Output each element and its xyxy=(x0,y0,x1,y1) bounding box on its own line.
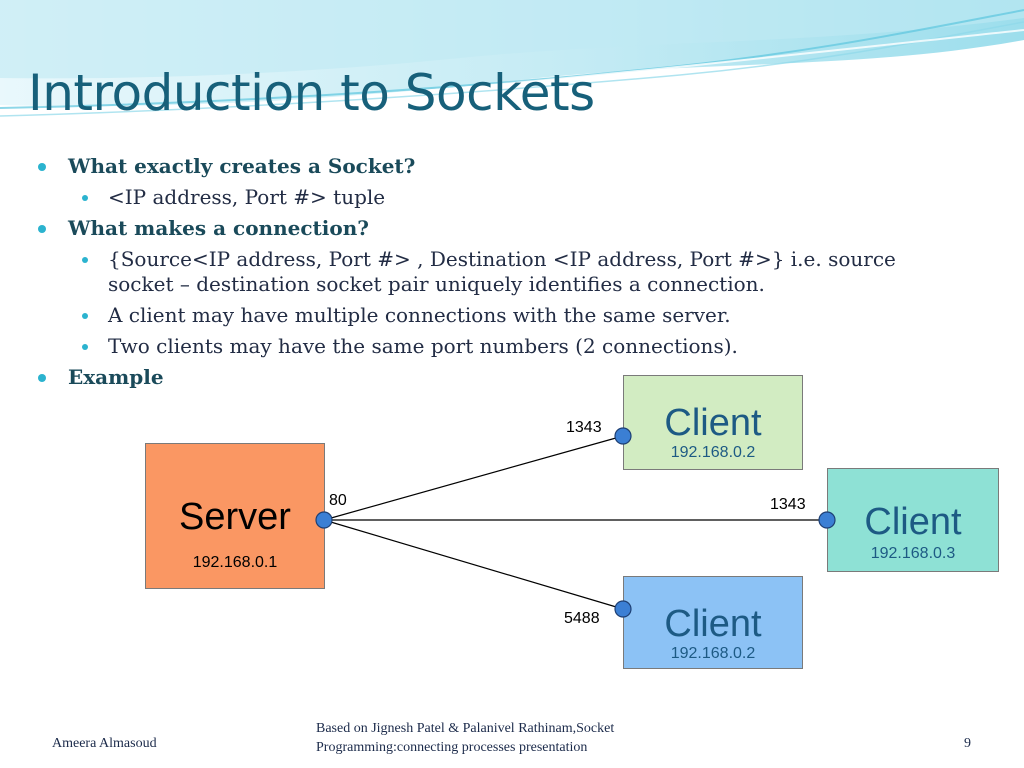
bullet-level1: What exactly creates a Socket? xyxy=(36,154,996,179)
connection-line xyxy=(323,435,624,521)
client-box-2: Client 192.168.0.3 xyxy=(827,468,999,572)
bullet-level2: <IP address, Port #> tuple xyxy=(36,185,996,210)
bullet-text: socket – destination socket pair uniquel… xyxy=(108,272,765,296)
bullet-dot-icon xyxy=(38,374,46,382)
bullet-text: A client may have multiple connections w… xyxy=(108,303,731,327)
bullet-text: Two clients may have the same port numbe… xyxy=(108,334,738,358)
bullet-text: What makes a connection? xyxy=(68,216,369,240)
bullet-dot-icon xyxy=(82,257,88,263)
footer-source-line: Programming:connecting processes present… xyxy=(316,740,588,755)
footer-author: Ameera Almasoud xyxy=(52,736,157,751)
bullet-dot-icon xyxy=(82,313,88,319)
client-ip: 192.168.0.3 xyxy=(870,545,956,562)
bullet-dot-icon xyxy=(82,195,88,201)
slide-title: Introduction to Sockets xyxy=(28,64,595,122)
client-socket-icon xyxy=(614,600,632,618)
bullet-level1: Example xyxy=(36,365,996,390)
bullet-level1: What makes a connection? xyxy=(36,216,996,241)
page-number: 9 xyxy=(964,736,971,751)
server-socket-icon xyxy=(315,511,333,529)
footer-source-line: Based on Jignesh Patel & Palanivel Rathi… xyxy=(316,721,615,736)
client-port-label: 5488 xyxy=(564,610,600,627)
bullet-dot-icon xyxy=(82,344,88,350)
client-label: Client xyxy=(664,603,762,645)
client-port-label: 1343 xyxy=(770,496,806,513)
header-wave-decoration xyxy=(0,0,1024,117)
bullet-level2: {Source<IP address, Port #> , Destinatio… xyxy=(36,247,996,297)
client-label: Client xyxy=(864,501,962,543)
client-label: Client xyxy=(664,402,762,444)
client-socket-icon xyxy=(818,511,836,529)
bullet-dot-icon xyxy=(38,225,46,233)
server-ip: 192.168.0.1 xyxy=(192,554,278,571)
client-ip: 192.168.0.2 xyxy=(670,444,756,461)
client-ip: 192.168.0.2 xyxy=(670,645,756,662)
bullet-level2: Two clients may have the same port numbe… xyxy=(36,334,996,359)
bullet-text: <IP address, Port #> tuple xyxy=(108,185,386,209)
bullet-text: {Source<IP address, Port #> , Destinatio… xyxy=(108,247,896,271)
footer-source: Based on Jignesh Patel & Palanivel Rathi… xyxy=(316,719,716,757)
client-port-label: 1343 xyxy=(566,419,602,436)
bullet-dot-icon xyxy=(38,163,46,171)
bullet-list: What exactly creates a Socket? <IP addre… xyxy=(36,154,996,396)
client-box-1: Client 192.168.0.2 xyxy=(623,375,803,470)
bullet-level2: A client may have multiple connections w… xyxy=(36,303,996,328)
client-socket-icon xyxy=(614,427,632,445)
server-box: Server 192.168.0.1 xyxy=(145,443,325,589)
client-box-3: Client 192.168.0.2 xyxy=(623,576,803,669)
server-label: Server xyxy=(179,496,291,538)
bullet-text: Example xyxy=(68,365,164,389)
connection-line xyxy=(323,519,624,610)
server-port-label: 80 xyxy=(329,492,347,509)
bullet-text: What exactly creates a Socket? xyxy=(68,154,416,178)
